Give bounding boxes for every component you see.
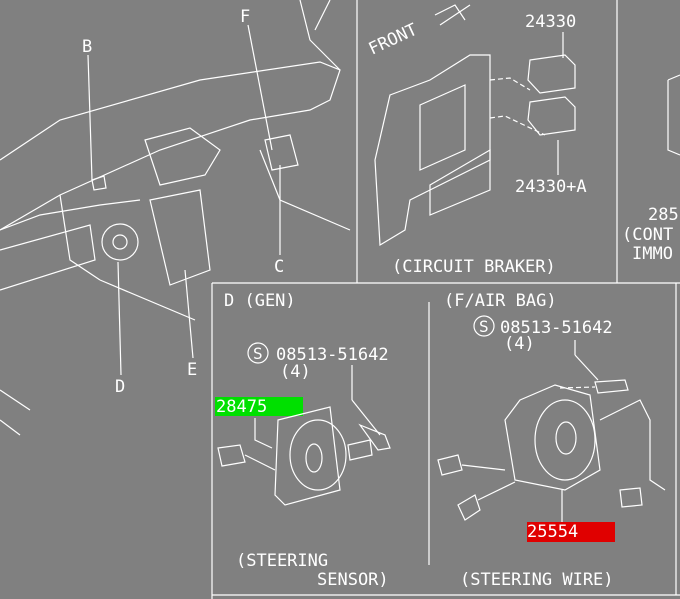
- gen-screw-qty: (4): [280, 362, 311, 382]
- airbag-caption: (STEERING WIRE): [460, 570, 614, 590]
- airbag-screw-part-number: 08513-51642: [500, 318, 613, 338]
- screw-symbol-circle: [473, 315, 495, 337]
- part-number-24330-a: 24330+A: [515, 177, 587, 197]
- dashboard-illustration: [0, 0, 351, 436]
- right-partial-line3: IMMO: [632, 244, 673, 264]
- front-label: FRONT: [366, 20, 421, 60]
- part-number-24330: 24330: [525, 12, 576, 32]
- airbag-highlight-box: [527, 522, 615, 542]
- callout-f: F: [240, 7, 250, 27]
- circuit-breaker-illustration: [374, 4, 680, 247]
- screw-symbol: S: [479, 317, 489, 336]
- part-number-28475[interactable]: 28475: [216, 397, 267, 417]
- gen-highlight-box: [215, 397, 303, 416]
- callout-c: C: [274, 257, 284, 277]
- panel-borders: [211, 0, 680, 599]
- circuit-breaker-caption: (CIRCUIT BRAKER): [392, 257, 556, 277]
- steering-wire-illustration: [437, 340, 666, 522]
- screw-symbol: S: [253, 344, 263, 363]
- right-partial-line1: 285: [648, 205, 679, 225]
- airbag-screw-qty: (4): [504, 334, 535, 354]
- callout-b: B: [82, 37, 92, 57]
- steering-sensor-illustration: [217, 365, 391, 506]
- gen-caption-line1: (STEERING: [236, 551, 328, 571]
- callout-d: D: [115, 377, 125, 397]
- part-number-25554[interactable]: 25554: [527, 522, 578, 542]
- screw-symbol-circle: [247, 342, 269, 364]
- airbag-panel-title: (F/AIR BAG): [444, 291, 557, 311]
- gen-screw-part-number: 08513-51642: [276, 345, 389, 365]
- right-partial-line2: (CONT: [622, 225, 673, 245]
- gen-caption-line2: SENSOR): [317, 570, 389, 590]
- callout-e: E: [187, 360, 197, 380]
- gen-panel-title: D (GEN): [224, 291, 296, 311]
